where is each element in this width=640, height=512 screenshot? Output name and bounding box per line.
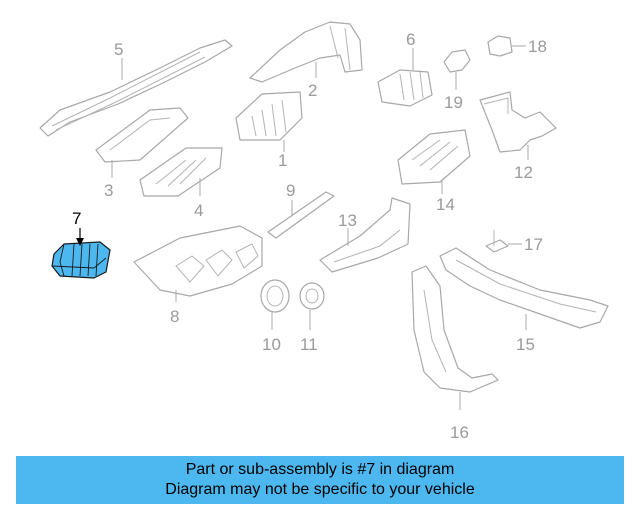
part-13-duct [319,197,411,273]
part-11-ring [299,282,325,310]
callout-14: 14 [436,195,455,214]
callout-4: 4 [194,201,203,220]
part-4-vent [139,147,223,197]
part-16-floor-duct [411,265,499,393]
callout-12: 12 [514,163,533,182]
callout-9: 9 [286,181,295,200]
callout-10: 10 [262,335,281,354]
callout-5: 5 [114,40,123,59]
part-5-dash-trim [39,39,233,137]
callout-1: 1 [278,151,287,170]
callout-3: 3 [104,181,113,200]
callout-17: 17 [524,235,543,254]
parts-diagram: 5 2 6 19 18 12 1 3 [39,21,609,442]
part-2-duct [249,21,363,83]
callout-19: 19 [444,93,463,112]
callout-8: 8 [170,307,179,326]
part-1-vent [235,91,303,141]
part-3-bezel [95,107,189,163]
callout-2: 2 [308,81,317,100]
callout-6: 6 [406,30,415,49]
callout-7: 7 [72,209,81,228]
banner-line-2: Diagram may not be specific to your vehi… [165,481,475,498]
part-19-clip [443,49,471,73]
info-banner: Part or sub-assembly is #7 in diagram Di… [16,456,624,504]
part-9-rod [267,191,335,239]
part-7-air-vent[interactable] [51,241,111,279]
banner-line-1: Part or sub-assembly is #7 in diagram [185,461,455,478]
part-8-vent-assembly [133,225,263,297]
part-17-fastener [485,230,509,253]
part-12-duct [479,91,557,153]
part-6-vent [377,69,433,107]
part-14-vent [397,129,471,185]
callout-18: 18 [528,37,547,56]
callout-16: 16 [450,423,469,442]
part-10-ring [260,279,290,313]
part-15-floor-duct [439,247,609,329]
callout-15: 15 [516,335,535,354]
part-18-sensor [487,35,513,57]
callout-11: 11 [300,335,318,354]
callout-13: 13 [338,211,357,230]
leader-7-arrow [76,238,84,246]
